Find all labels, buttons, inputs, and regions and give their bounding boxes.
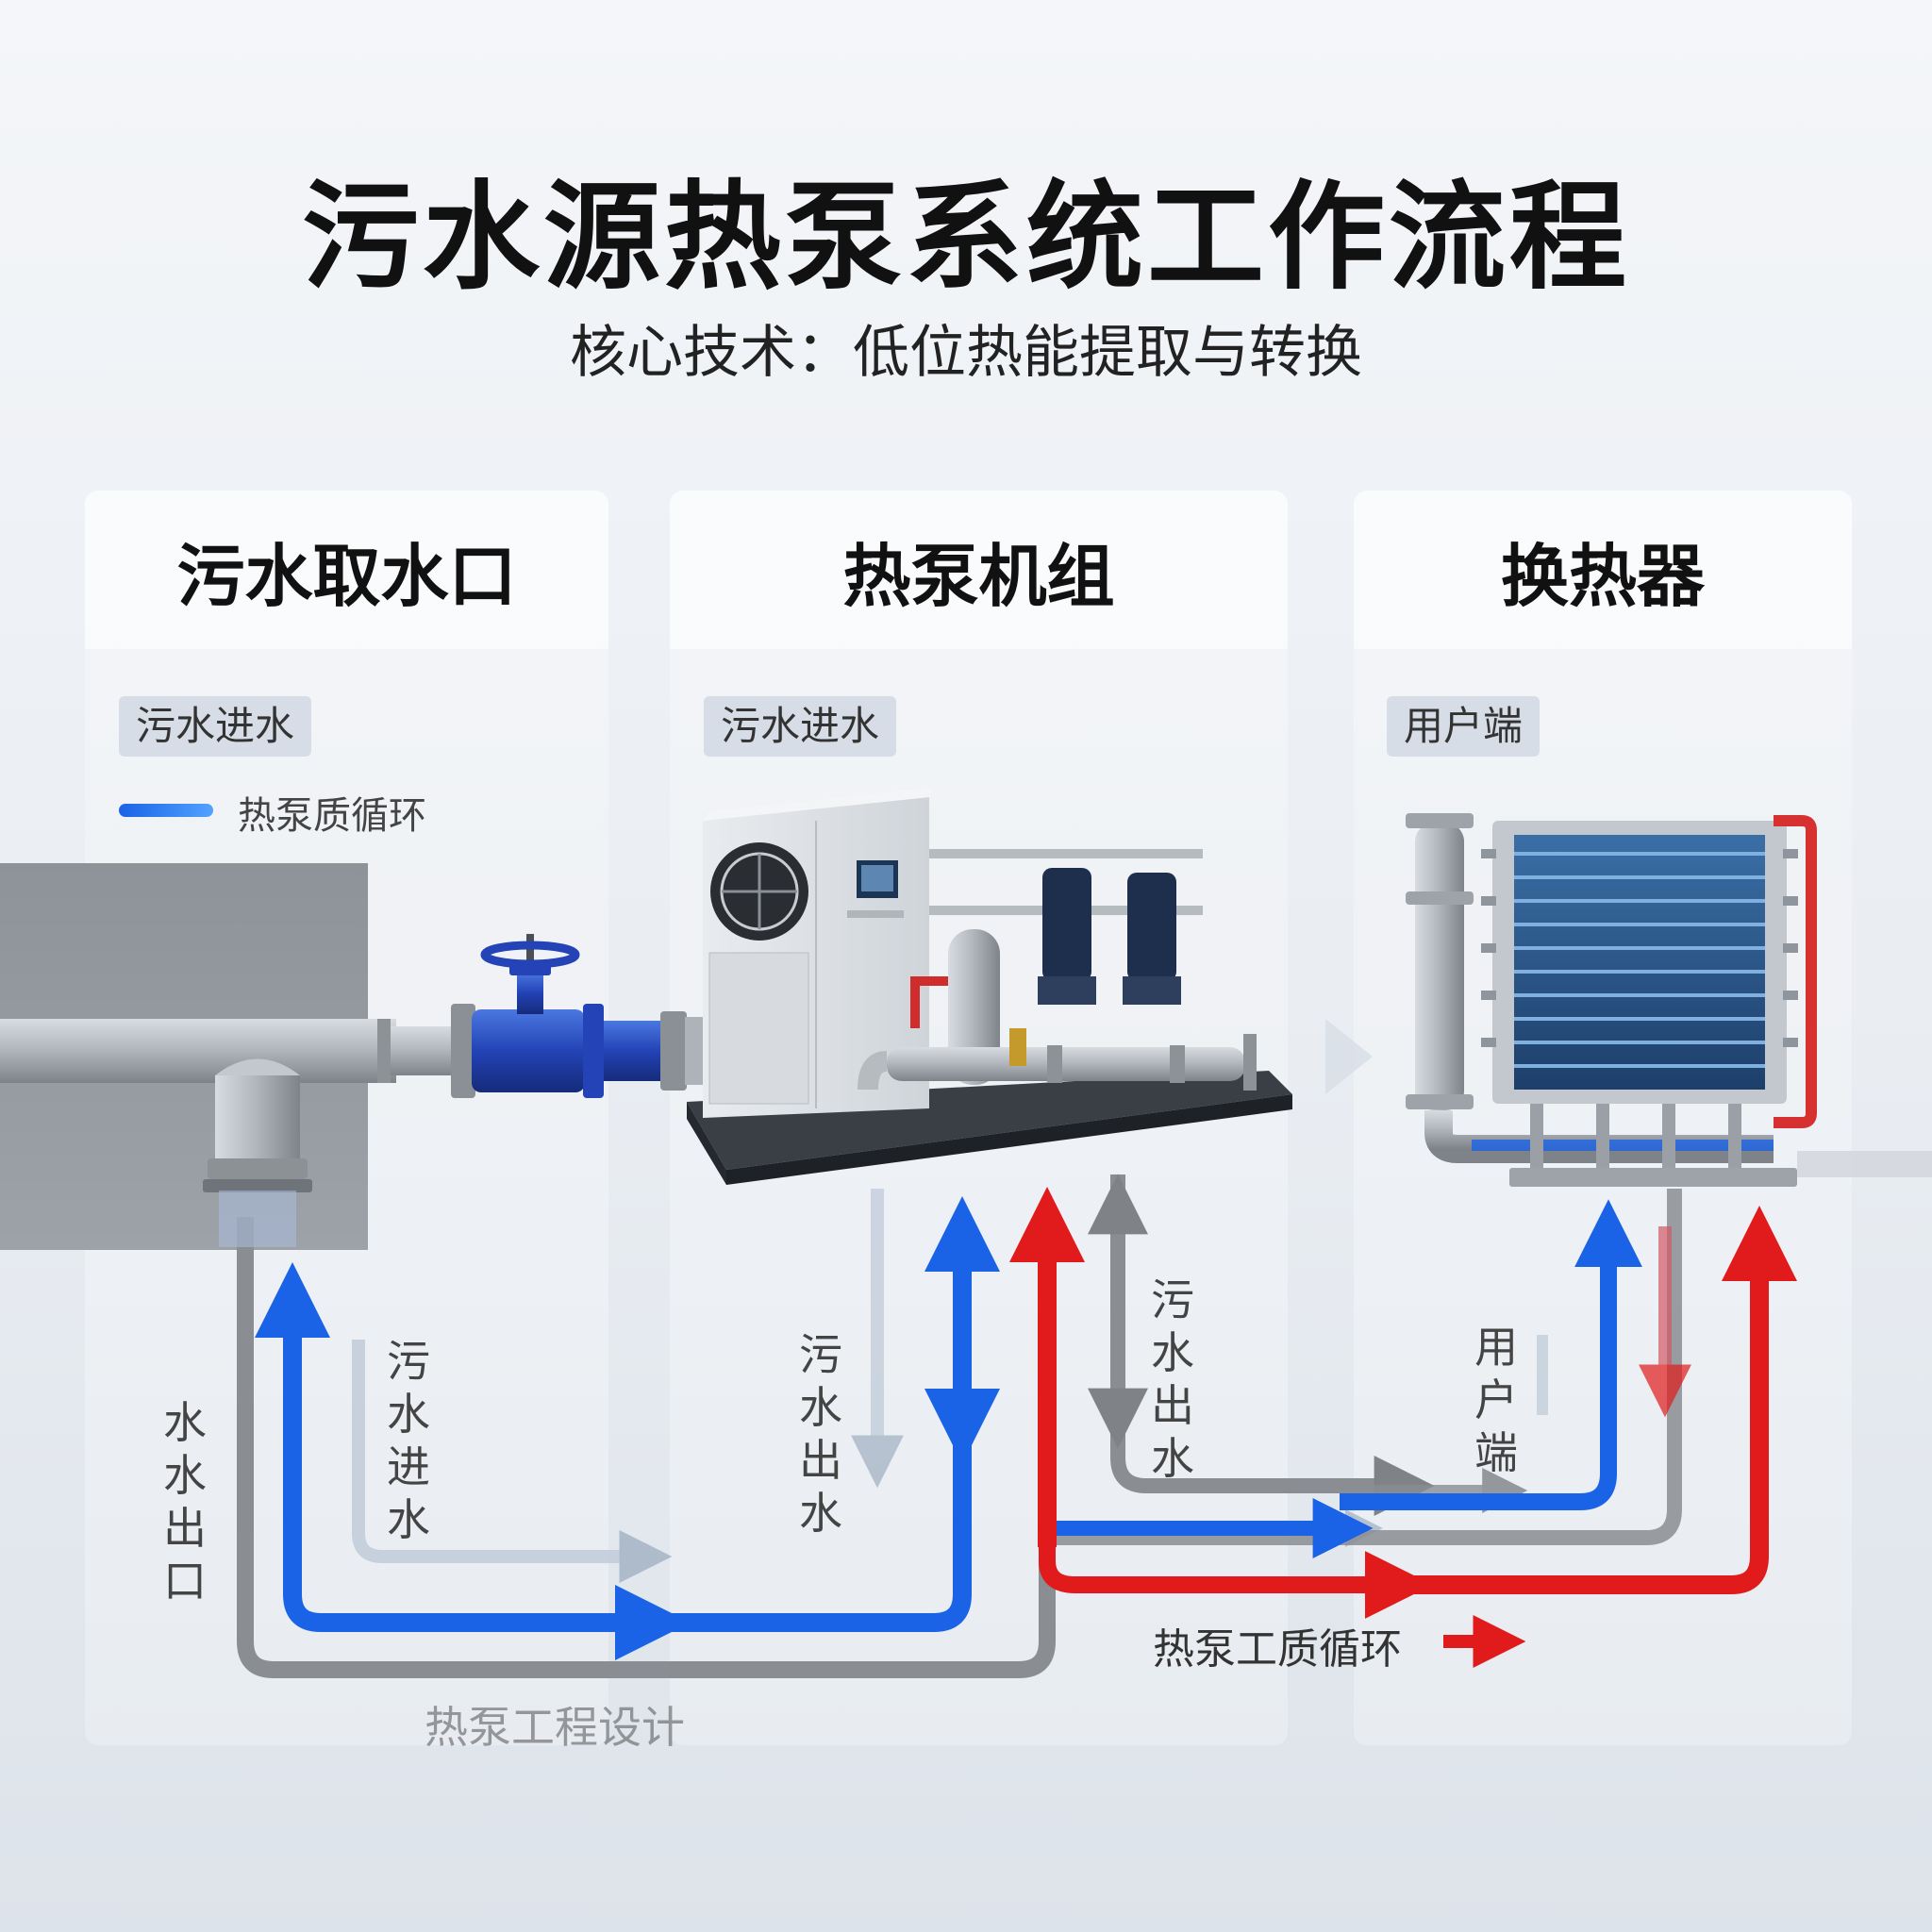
label-water-outlet: 水水出口 bbox=[163, 1397, 207, 1607]
label-working-fluid-cycle: 热泵工质循环 bbox=[1153, 1625, 1402, 1674]
page-title: 污水源热泵系统工作流程 bbox=[301, 170, 1630, 306]
gate-valve-icon bbox=[451, 934, 732, 1098]
panel-heading-heat-pump: 热泵机组 bbox=[670, 491, 1288, 649]
legend-label: 热泵质循环 bbox=[238, 794, 426, 838]
label-sewage-out-2: 污水出水 bbox=[1151, 1274, 1194, 1484]
chip-intake: 污水进水 bbox=[119, 696, 312, 757]
label-sewage-in: 污水进水 bbox=[387, 1336, 430, 1545]
heat-exchanger-icon bbox=[1406, 813, 1932, 1187]
flow-lines bbox=[237, 1174, 1797, 1678]
legend-line bbox=[119, 804, 213, 817]
panel-heading-exchanger: 换热器 bbox=[1354, 491, 1852, 649]
label-sewage-out-1: 污水出水 bbox=[799, 1329, 842, 1539]
watermark: 热泵工程设计 bbox=[425, 1702, 685, 1753]
chevron-right-icon bbox=[1325, 1019, 1373, 1094]
chip-heat-pump: 污水进水 bbox=[704, 696, 897, 757]
heat-pump-unit-icon bbox=[687, 788, 1292, 1185]
panel-heading-intake: 污水取水口 bbox=[85, 491, 608, 649]
chip-user-side: 用户端 bbox=[1387, 696, 1541, 757]
label-user-side: 用户端 bbox=[1474, 1322, 1518, 1478]
sewage-pipe bbox=[0, 1019, 453, 1247]
page-subtitle: 核心技术：低位热能提取与转换 bbox=[570, 320, 1362, 386]
